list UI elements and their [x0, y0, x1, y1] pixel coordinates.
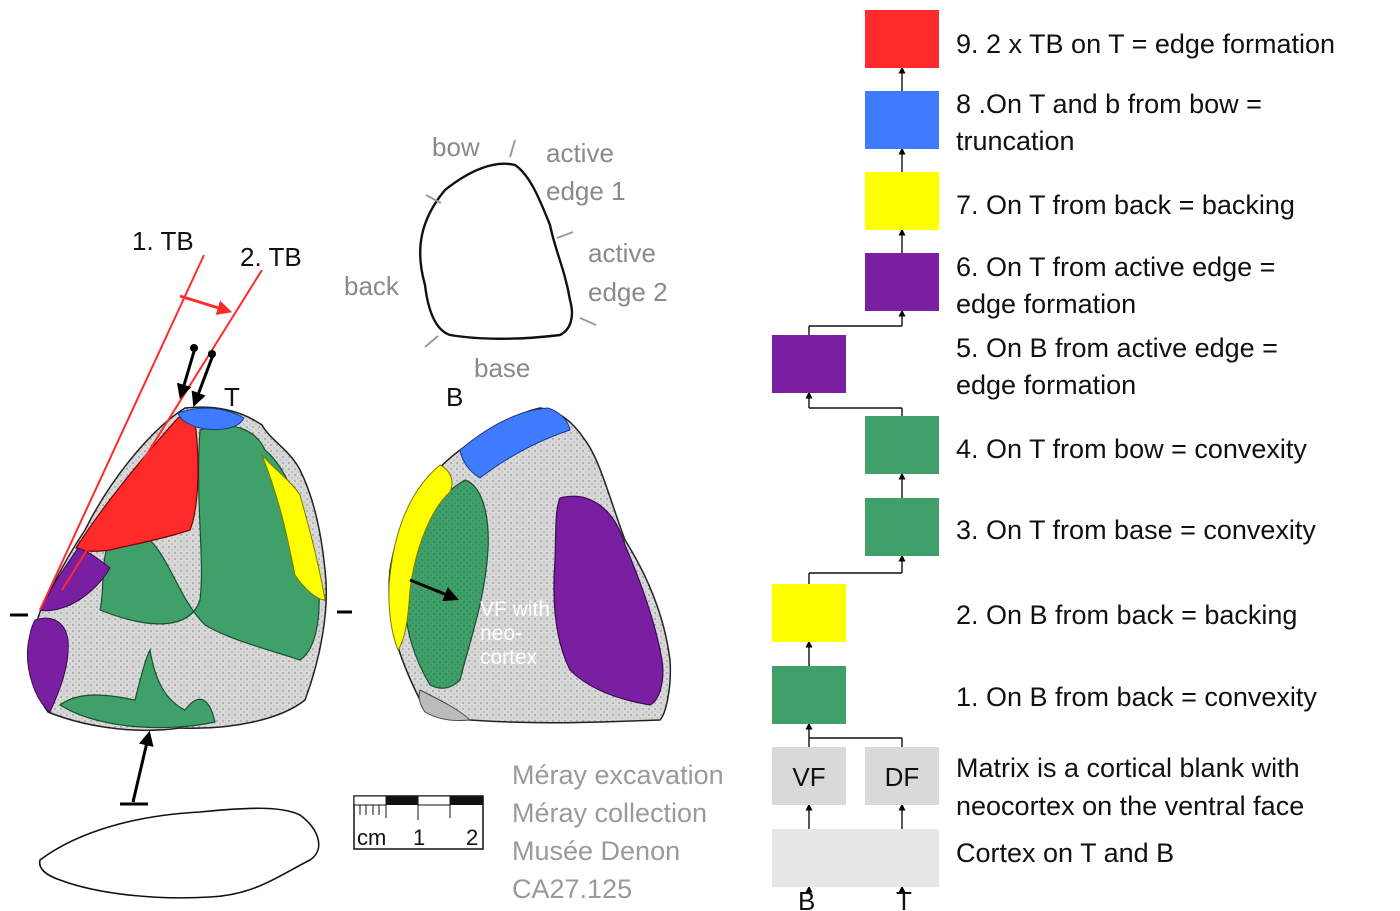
outline-label-active1-line1: active [546, 138, 614, 168]
back-blue-truncation [459, 407, 571, 479]
flow-boxes: VF DF [772, 10, 939, 887]
scale-tick-1: 1 [413, 825, 425, 850]
outline-scheme [419, 139, 597, 348]
flow-step-label: 3. On T from base = convexity [956, 515, 1316, 545]
flow-box-step-6 [865, 253, 939, 311]
outline-shape [419, 162, 574, 340]
flow-box-step-2 [772, 584, 846, 642]
flow-step-label: Cortex on T and B [956, 838, 1174, 868]
flow-box-df [865, 747, 939, 805]
flow-step-label: Matrix is a cortical blank with neocortex… [956, 753, 1304, 821]
label-tb2: 2. TB [240, 242, 302, 272]
flow-bottom-label-b: B [798, 886, 815, 911]
front-yellow-backing [261, 454, 326, 601]
flow-step-label: 9. 2 x TB on T = edge formation [956, 29, 1335, 59]
flow-step-label-line: edge formation [956, 289, 1136, 319]
flow-labels: 9. 2 x TB on T = edge formation 8 .On T a… [956, 29, 1335, 868]
flow-box-step-9 [865, 10, 939, 68]
flow-box-cortex [772, 829, 939, 887]
tb1-line [39, 254, 205, 611]
flow-step-label: 8 .On T and b from bow = truncation [956, 89, 1262, 156]
flow-connectors [805, 66, 906, 893]
tb-angle-arrow [179, 294, 233, 315]
flow-step-label: 1. On B from back = convexity [956, 682, 1317, 712]
outline-label-active1: active edge 1 [546, 138, 626, 206]
outline-label-active2-line1: active [588, 238, 656, 268]
front-purple-scar-lower [26, 617, 69, 713]
back-grey-base [418, 689, 472, 721]
flow-step-label: 4. On T from bow = convexity [956, 434, 1307, 464]
flow-step-label-line: 3. On T from base = convexity [956, 515, 1316, 545]
flow-box-step-3 [865, 498, 939, 556]
flow-step-label-line: 1. On B from back = convexity [956, 682, 1317, 712]
vf-note-line2: neo- [480, 622, 522, 645]
front-green-scar-bottom [58, 648, 216, 729]
label-tb1: 1. TB [132, 226, 194, 256]
scale-bar [353, 795, 484, 850]
vf-note: VF with neo- cortex [480, 598, 556, 669]
flow-step-label-line: neocortex on the ventral face [956, 791, 1304, 821]
provenance-line-4: CA27.125 [512, 874, 632, 904]
flow-step-label-line: Matrix is a cortical blank with [956, 753, 1300, 783]
flow-box-step-5 [772, 335, 846, 393]
section-arrow [131, 730, 154, 803]
flow-step-label-line: edge formation [956, 370, 1136, 400]
flow-step-label: 7. On T from back = backing [956, 190, 1295, 220]
flow-step-label-line: 6. On T from active edge = [956, 252, 1275, 282]
flow-step-label-line: 5. On B from active edge = [956, 333, 1278, 363]
outline-label-bow: bow [432, 132, 480, 162]
front-blue-truncation [177, 407, 245, 431]
flow-box-vf-label: VF [792, 762, 825, 792]
outline-label-active2: active edge 2 [588, 238, 668, 307]
flow-box-step-1 [772, 666, 846, 724]
flow-box-vf [772, 747, 846, 805]
provenance-line-1: Méray excavation [512, 760, 724, 790]
flow-step-label-line: 2. On B from back = backing [956, 600, 1297, 630]
label-t-front: T [224, 382, 240, 412]
outline-label-active2-line2: edge 2 [588, 277, 668, 307]
flow-step-label: 6. On T from active edge = edge formation [956, 252, 1275, 319]
front-red-scar [75, 415, 199, 552]
back-yellow-backing [388, 464, 453, 652]
front-view-artifact [26, 406, 328, 732]
vf-arrow [409, 578, 459, 602]
flow-step-label-line: truncation [956, 126, 1075, 156]
flow-box-step-8 [865, 91, 939, 149]
flow-bottom-label-t: T [896, 886, 912, 911]
flow-step-label-line: 4. On T from bow = convexity [956, 434, 1307, 464]
tb2-line [61, 269, 263, 591]
flow-box-step-7 [865, 172, 939, 230]
flow-step-label: 2. On B from back = backing [956, 600, 1297, 630]
outline-label-base: base [474, 353, 530, 383]
flow-box-step-4 [865, 416, 939, 474]
vf-note-line3: cortex [480, 646, 538, 669]
flow-step-label: 5. On B from active edge = edge formation [956, 333, 1278, 400]
flow-step-label-line: 7. On T from back = backing [956, 190, 1295, 220]
provenance-line-2: Méray collection [512, 798, 707, 828]
section-profile [38, 807, 320, 899]
provenance-block: Méray excavation Méray collection Musée … [512, 760, 724, 904]
front-purple-scar-upper [39, 547, 111, 612]
outline-label-back: back [344, 271, 400, 301]
flow-step-label-line: 9. 2 x TB on T = edge formation [956, 29, 1335, 59]
label-b-back: B [446, 382, 463, 412]
provenance-line-3: Musée Denon [512, 836, 680, 866]
scale-tick-2: 2 [466, 825, 478, 850]
flow-step-label-line: 8 .On T and b from bow = [956, 89, 1262, 119]
flow-step-label-line: Cortex on T and B [956, 838, 1174, 868]
back-purple-scar [553, 495, 664, 706]
scale-unit: cm [357, 825, 386, 850]
flow-box-df-label: DF [885, 762, 920, 792]
back-view-artifact [388, 407, 672, 724]
vf-note-line1: VF with [480, 598, 550, 621]
percussion-arrows [176, 344, 216, 408]
outline-label-active1-line2: edge 1 [546, 176, 626, 206]
